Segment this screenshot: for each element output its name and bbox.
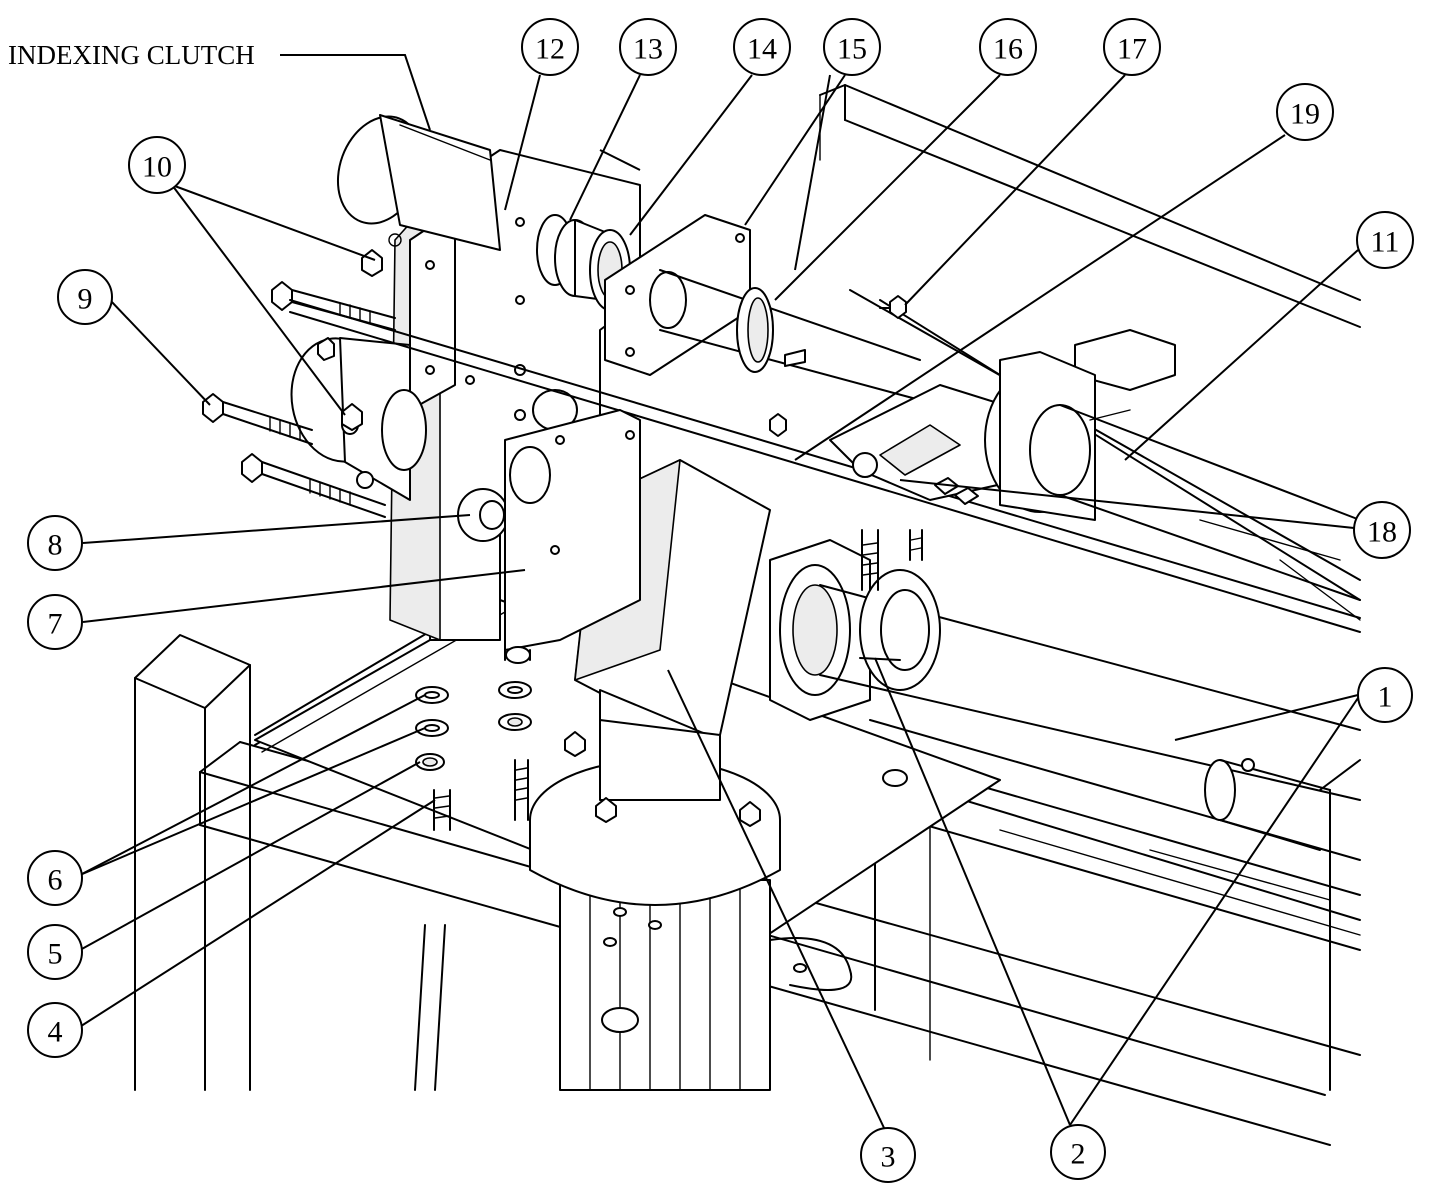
svg-text:8: 8	[48, 529, 63, 562]
callout-15: 15	[823, 18, 881, 76]
clevis-arm	[829, 384, 1021, 505]
svg-text:1: 1	[1378, 681, 1393, 714]
svg-text:9: 9	[78, 283, 93, 316]
callout-14: 14	[733, 18, 791, 76]
svg-text:19: 19	[1290, 98, 1320, 131]
lower-shaft-tubes	[414, 879, 853, 1091]
svg-text:2: 2	[1071, 1138, 1086, 1171]
callout-4: 4	[27, 1002, 83, 1058]
bearing-stack	[536, 214, 631, 311]
plate-holes	[603, 769, 908, 973]
callout-3: 3	[860, 1127, 916, 1183]
callout-16: 16	[979, 18, 1037, 76]
svg-text:4: 4	[48, 1016, 63, 1049]
svg-text:10: 10	[142, 151, 172, 184]
callout-8: 8	[27, 515, 83, 571]
callout-12: 12	[521, 18, 579, 76]
gear-motor	[514, 459, 781, 906]
callout-11: 11	[1356, 211, 1414, 269]
callout-2: 2	[1050, 1124, 1106, 1180]
callout-bubbles: 1 2 3 4 5 6 7 8	[27, 18, 1414, 1183]
indexing-clutch-label: INDEXING CLUTCH	[8, 40, 255, 70]
callout-13: 13	[619, 18, 677, 76]
callout-1: 1	[1357, 667, 1413, 723]
svg-text:5: 5	[48, 938, 63, 971]
mount-block	[504, 409, 641, 664]
lower-drive-shaft	[769, 539, 1361, 851]
upper-shaft	[659, 269, 921, 401]
svg-text:14: 14	[747, 33, 777, 66]
callout-19: 19	[1276, 83, 1334, 141]
svg-text:15: 15	[837, 33, 867, 66]
callout-18: 18	[1353, 501, 1411, 559]
angle-bracket	[409, 209, 456, 411]
callout-6: 6	[27, 850, 83, 906]
tie-rod	[289, 299, 1361, 633]
callout-7: 7	[27, 594, 83, 650]
svg-text:6: 6	[48, 864, 63, 897]
svg-text:12: 12	[535, 33, 565, 66]
washers	[415, 681, 532, 771]
drive-rod	[984, 329, 1361, 601]
callout-17: 17	[1103, 18, 1161, 76]
stud	[433, 789, 451, 831]
svg-text:16: 16	[993, 33, 1023, 66]
svg-text:3: 3	[881, 1141, 896, 1174]
callout-5: 5	[27, 924, 83, 980]
svg-text:7: 7	[48, 608, 63, 641]
machine-drawing	[134, 84, 1361, 1146]
set-screws	[861, 529, 923, 591]
flange-plate	[604, 214, 751, 376]
corner-post	[134, 634, 1361, 1091]
svg-text:18: 18	[1367, 516, 1397, 549]
callout-10: 10	[128, 136, 186, 194]
callout-9: 9	[57, 269, 113, 325]
svg-text:11: 11	[1371, 226, 1400, 259]
indexing-clutch-body	[336, 114, 501, 251]
bolt-17	[769, 295, 907, 437]
leader-lines	[77, 54, 1361, 1131]
svg-text:17: 17	[1117, 33, 1147, 66]
svg-text:13: 13	[633, 33, 663, 66]
